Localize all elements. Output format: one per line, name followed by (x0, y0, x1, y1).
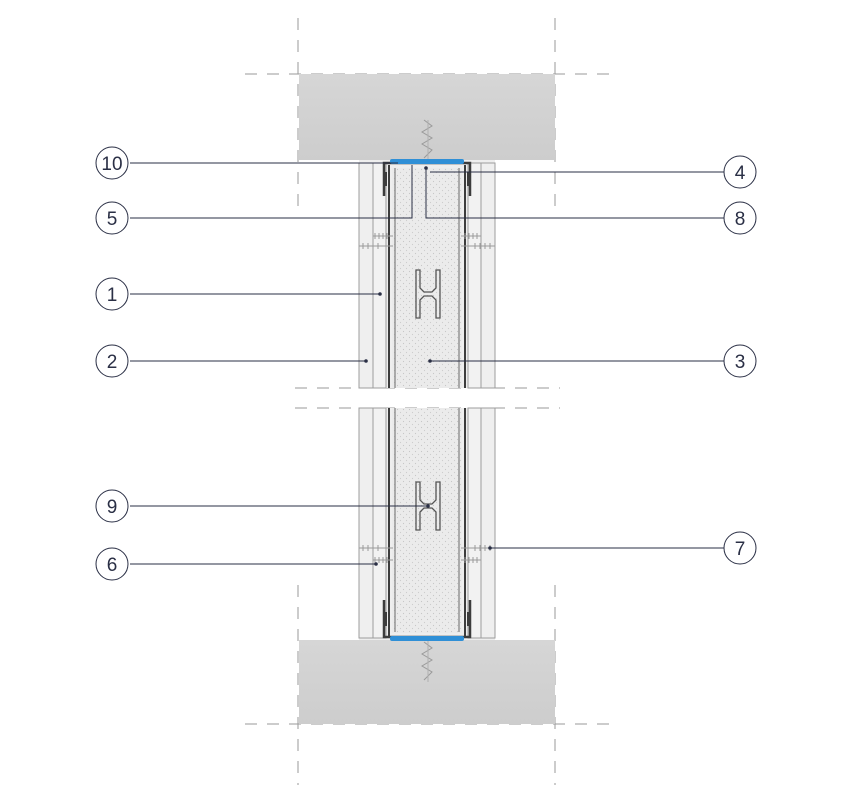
svg-text:10: 10 (101, 154, 122, 175)
svg-text:5: 5 (107, 209, 118, 230)
callout-10: 10 (95, 146, 129, 180)
callout-5: 5 (95, 201, 129, 235)
h-connector-upper (415, 269, 441, 319)
callout-3: 3 (723, 344, 757, 378)
svg-text:4: 4 (735, 163, 746, 184)
svg-text:8: 8 (735, 209, 746, 230)
callout-7: 7 (723, 531, 757, 565)
svg-text:2: 2 (107, 352, 118, 373)
bottom-anchor (421, 640, 433, 682)
h-connector-lower (415, 481, 441, 531)
svg-text:9: 9 (107, 497, 118, 518)
svg-text:1: 1 (107, 285, 118, 306)
leader-lines (130, 162, 724, 565)
callout-8: 8 (723, 201, 757, 235)
top-seal-strip (390, 159, 464, 164)
callout-6: 6 (95, 547, 129, 581)
top-anchor (421, 119, 433, 160)
leader-dots (364, 166, 492, 566)
wall-upper (358, 159, 496, 389)
callout-4: 4 (723, 155, 757, 189)
svg-text:6: 6 (107, 555, 118, 576)
callout-1: 1 (95, 277, 129, 311)
callout-9: 9 (95, 489, 129, 523)
top-concrete-slab (299, 74, 555, 160)
bottom-concrete-slab (299, 640, 555, 724)
bottom-seal-strip (390, 636, 464, 641)
svg-text:3: 3 (735, 352, 746, 373)
wall-lower (358, 407, 496, 641)
callout-2: 2 (95, 344, 129, 378)
svg-text:7: 7 (735, 539, 746, 560)
